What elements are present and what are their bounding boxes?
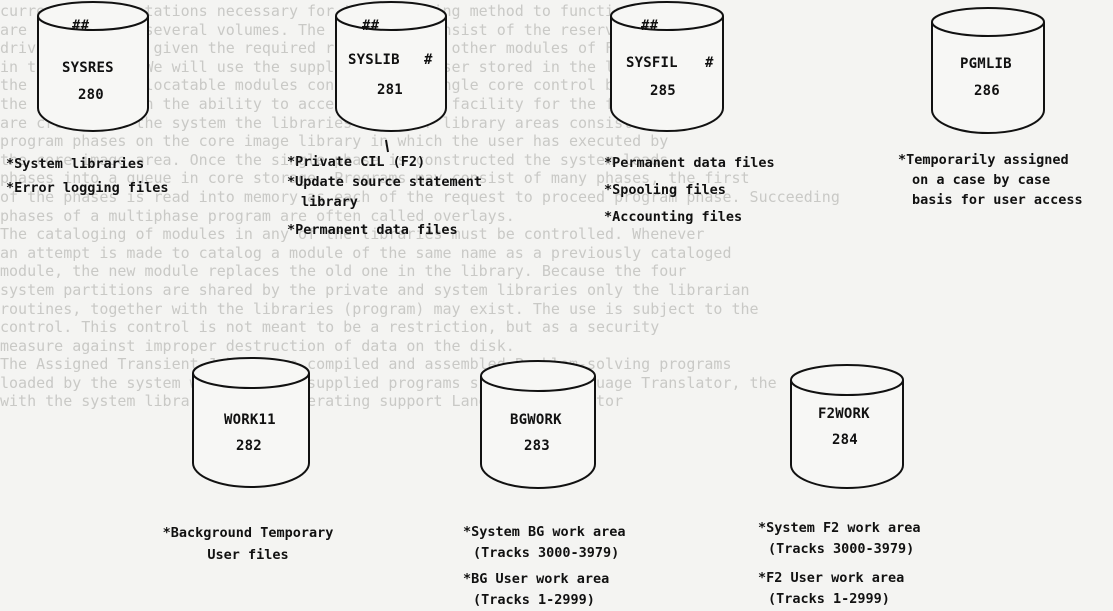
drum-work11-top — [192, 357, 310, 389]
note-line: (Tracks 3000-3979) — [768, 541, 915, 557]
note-line: *Error logging files — [6, 180, 169, 196]
note-line: *Permanent data files — [287, 222, 458, 238]
syslib-mark: ## — [362, 18, 380, 34]
drum-f2work-top — [790, 364, 904, 396]
background-text-line: phases of a multiphase program are often… — [0, 206, 515, 225]
background-text-line: module, the new module replaces the old … — [0, 262, 687, 281]
note-line: *Temporarily assigned — [898, 152, 1069, 168]
sysres-number: 280 — [78, 87, 104, 103]
drum-work11 — [192, 373, 310, 488]
drum-pgmlib-top — [931, 7, 1045, 37]
background-text-line: phases into a queue in core storage. Pro… — [0, 169, 750, 188]
drum-bgwork-top — [480, 360, 596, 392]
note-line: *Permanent data files — [604, 155, 775, 171]
note-line: (Tracks 1-2999) — [768, 591, 890, 607]
drum-syslib — [335, 16, 447, 132]
note-line: *System BG work area — [463, 524, 626, 540]
sysres-name: SYSRES — [62, 60, 114, 76]
sysres-mark: ## — [72, 18, 90, 34]
background-text-line: of the phases is read into memory as eac… — [0, 187, 840, 206]
background-text-line: program phases on the core image library… — [0, 132, 669, 151]
background-text-line: an attempt is made to catalog a module o… — [0, 243, 732, 262]
note-line: *F2 User work area — [758, 570, 905, 586]
bgwork-notes: *System BG work area (Tracks 3000-3979) … — [463, 522, 626, 611]
note-line: (Tracks 3000-3979) — [473, 545, 620, 561]
work11-notes: *Background Temporary User files — [148, 522, 348, 566]
work11-number: 282 — [236, 438, 262, 454]
note-line: *Background Temporary — [162, 525, 334, 541]
background-text-line: The cataloging of modules in any of the … — [0, 225, 705, 244]
drum-bgwork — [480, 376, 596, 489]
drum-sysres-top — [37, 1, 149, 31]
note-line: library — [301, 194, 358, 210]
pgmlib-notes: *Temporarily assigned on a case by case … — [898, 150, 1083, 210]
note-line: *System libraries — [6, 156, 145, 172]
sysfil-mark: ## — [641, 18, 659, 34]
drum-syslib-top — [335, 1, 447, 31]
drum-sysfil-top — [610, 1, 724, 31]
syslib-notes: *Private CIL (F2) *Update source stateme… — [287, 152, 482, 240]
syslib-number: 281 — [377, 82, 403, 98]
drum-sysfil — [610, 16, 724, 132]
f2work-number: 284 — [832, 432, 858, 448]
pgmlib-name: PGMLIB — [960, 56, 1012, 72]
drum-f2work — [790, 380, 904, 489]
note-line: on a case by case — [912, 172, 1051, 188]
sysres-notes: *System libraries *Error logging files — [6, 153, 169, 199]
note-line: *Spooling files — [604, 182, 726, 198]
f2work-notes: *System F2 work area (Tracks 3000-3979) … — [758, 518, 921, 610]
syslib-tick-mark — [385, 139, 389, 153]
note-line: *Accounting files — [604, 209, 743, 225]
background-text-line: system partitions are shared by the priv… — [0, 280, 750, 299]
note-line: basis for user access — [912, 192, 1083, 208]
sysfil-notes: *Permanent data files *Spooling files *A… — [604, 150, 775, 231]
sysfil-number: 285 — [650, 83, 676, 99]
bgwork-name: BGWORK — [510, 412, 562, 428]
drum-sysres — [37, 16, 149, 132]
drum-pgmlib — [931, 22, 1045, 134]
note-line: *Private CIL (F2) — [287, 154, 426, 170]
note-line: *System F2 work area — [758, 520, 921, 536]
f2work-name: F2WORK — [818, 406, 870, 422]
bgwork-number: 283 — [524, 438, 550, 454]
note-line: (Tracks 1-2999) — [473, 592, 595, 608]
work11-name: WORK11 — [224, 412, 276, 428]
note-line: *BG User work area — [463, 571, 610, 587]
background-text-line: routines, together with the libraries (p… — [0, 299, 759, 318]
pgmlib-number: 286 — [974, 83, 1000, 99]
syslib-suffix: # — [424, 52, 433, 68]
background-text-line: control. This control is not meant to be… — [0, 318, 660, 337]
background-text-line: measure against improper destruction of … — [0, 336, 515, 355]
syslib-name: SYSLIB — [348, 52, 400, 68]
background-text-line: the core image area. Once the single pha… — [0, 150, 669, 169]
sysfil-name: SYSFIL — [626, 55, 678, 71]
sysfil-suffix: # — [705, 55, 714, 71]
note-line: *Update source statement — [287, 174, 483, 190]
note-line: User files — [207, 547, 289, 563]
